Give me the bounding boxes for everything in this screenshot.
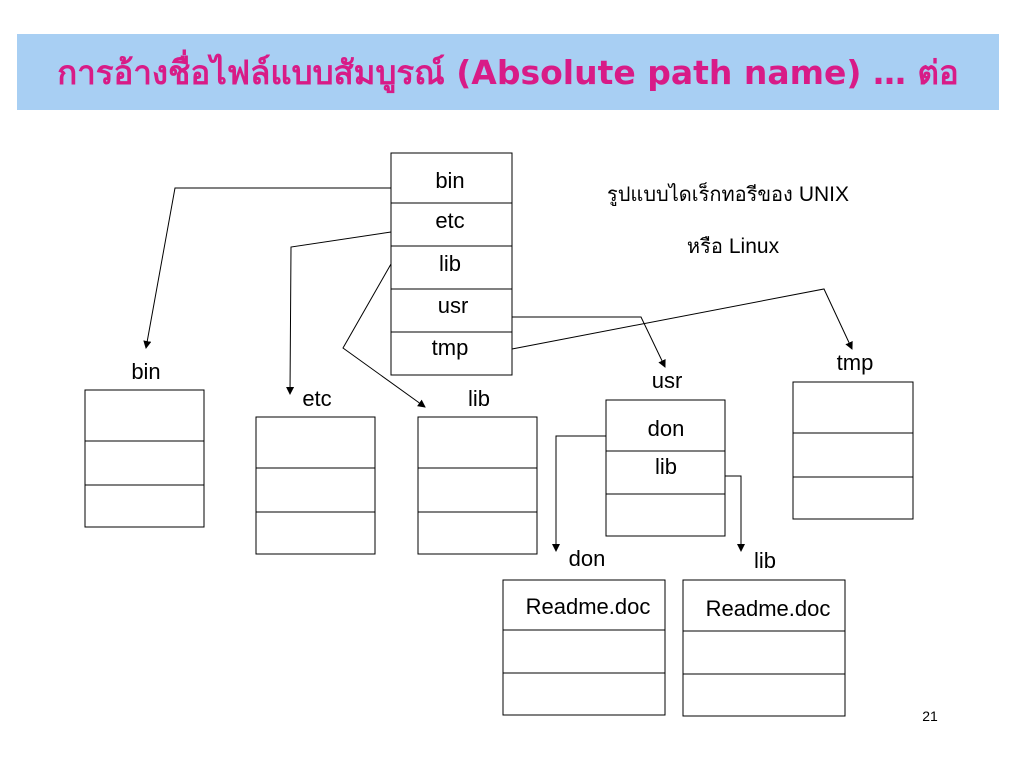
caption-line-2-latin: Linux xyxy=(729,235,780,258)
tmp-directory-label: tmp xyxy=(837,350,874,375)
root-entry-tmp: tmp xyxy=(432,335,469,360)
root-entry-bin: bin xyxy=(435,168,464,193)
usr-directory: usr don lib xyxy=(605,368,726,537)
root-entry-usr: usr xyxy=(438,293,469,318)
don-directory: don Readme.doc xyxy=(502,546,666,716)
page-number: 21 xyxy=(922,708,938,724)
slide-title: การอ้างชื่อไฟล์แบบสัมบูรณ์ (Absolute pat… xyxy=(57,52,959,92)
tmp-directory: tmp xyxy=(792,350,914,520)
bin-directory-label: bin xyxy=(131,359,160,384)
root-directory: bin etc lib usr tmp xyxy=(390,152,513,376)
title-bar: การอ้างชื่อไฟล์แบบสัมบูรณ์ (Absolute pat… xyxy=(17,34,999,110)
usr-directory-label: usr xyxy=(652,368,683,393)
root-entry-etc: etc xyxy=(435,208,464,233)
usr-lib-directory-label: lib xyxy=(754,548,776,573)
usr-entry-don: don xyxy=(648,416,685,441)
caption-line-2: หรือ Linux xyxy=(687,234,780,258)
arrow-don xyxy=(552,435,606,552)
arrow-usr-lib xyxy=(725,475,745,552)
diagram-caption: รูปแบบไดเร็กทอรีของ UNIX หรือ Linux xyxy=(607,181,849,258)
don-directory-label: don xyxy=(569,546,606,571)
root-entry-lib: lib xyxy=(439,251,461,276)
usr-entry-lib: lib xyxy=(655,454,677,479)
arrow-usr xyxy=(512,316,666,368)
lib-directory-label: lib xyxy=(468,386,490,411)
caption-line-1-latin: UNIX xyxy=(799,183,849,206)
etc-directory: etc xyxy=(255,386,376,555)
caption-line-2-thai: หรือ xyxy=(687,234,723,258)
etc-directory-label: etc xyxy=(302,386,331,411)
connectors xyxy=(143,187,853,552)
arrow-bin xyxy=(143,187,391,349)
usr-lib-entry-readme: Readme.doc xyxy=(706,596,831,621)
arrow-etc xyxy=(286,231,392,395)
don-entry-readme: Readme.doc xyxy=(526,594,651,619)
usr-lib-directory: lib Readme.doc xyxy=(682,548,846,717)
arrow-tmp xyxy=(511,288,853,350)
arrow-lib xyxy=(342,263,426,408)
bin-directory: bin xyxy=(84,359,205,528)
caption-line-1-thai: รูปแบบไดเร็กทอรีของ xyxy=(607,181,793,207)
caption-line-1: รูปแบบไดเร็กทอรีของ UNIX xyxy=(607,181,849,207)
lib-directory: lib xyxy=(417,386,538,555)
